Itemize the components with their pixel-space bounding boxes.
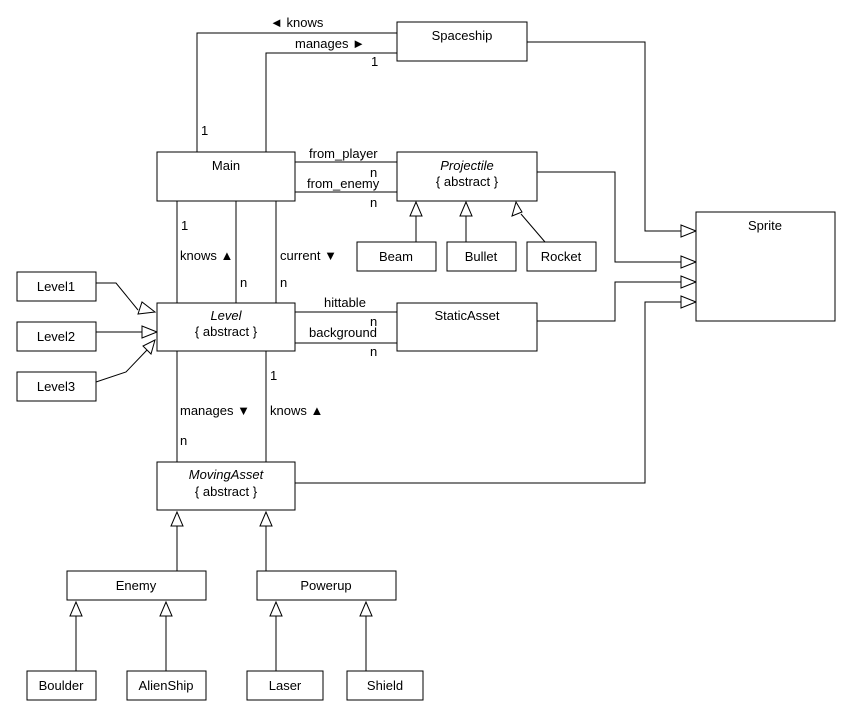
- rocket-to-projectile-line: [520, 213, 546, 243]
- class-projectile[interactable]: Projectile { abstract }: [396, 151, 538, 202]
- knows-spaceship-label: ◄ knows: [270, 15, 324, 30]
- moving-knows-level-label: knows ▲: [270, 403, 323, 418]
- class-spaceship-name: Spaceship: [432, 28, 493, 43]
- background-label: background: [309, 325, 377, 340]
- hittable-label: hittable: [324, 295, 366, 310]
- powerup-inherit-arrow: [259, 510, 273, 527]
- class-boulder-name: Boulder: [39, 678, 84, 693]
- class-spaceship[interactable]: Spaceship: [396, 21, 528, 62]
- class-bullet-name: Bullet: [465, 249, 498, 264]
- class-level2-name: Level2: [37, 329, 75, 344]
- class-main[interactable]: Main: [156, 151, 296, 202]
- class-static-asset-name: StaticAsset: [434, 308, 499, 323]
- class-sprite[interactable]: Sprite: [695, 211, 836, 322]
- current-level-label: current ▼: [280, 248, 337, 263]
- main-knows-spaceship-line: [196, 32, 397, 152]
- class-static-asset[interactable]: StaticAsset: [396, 302, 538, 352]
- class-main-name: Main: [212, 158, 240, 173]
- moving-asset-to-sprite-line: [295, 301, 681, 484]
- class-level2[interactable]: Level2: [16, 321, 97, 352]
- level2-inherit-arrow: [141, 325, 159, 339]
- class-level[interactable]: Level { abstract }: [156, 302, 296, 352]
- class-projectile-stereotype: { abstract }: [436, 174, 499, 189]
- main-knows-level-label: knows ▲: [180, 248, 233, 263]
- manages-spaceship-label: manages ►: [295, 36, 365, 51]
- sprite-inherit-arrow-4: [680, 295, 698, 309]
- alienship-inherit-arrow: [159, 600, 173, 617]
- projectile-to-sprite-line: [537, 171, 681, 263]
- class-boulder[interactable]: Boulder: [26, 670, 97, 701]
- class-level1-name: Level1: [37, 279, 75, 294]
- class-alien-ship-name: AlienShip: [139, 678, 194, 693]
- class-rocket-name: Rocket: [541, 249, 582, 264]
- sprite-inherit-arrow-1: [680, 224, 698, 238]
- current-level-mult: n: [280, 275, 287, 290]
- shield-inherit-arrow: [359, 600, 373, 617]
- class-moving-asset-stereotype: { abstract }: [195, 484, 258, 499]
- enemy-inherit-arrow: [170, 510, 184, 527]
- level3-to-level-line: [95, 349, 148, 383]
- class-powerup-name: Powerup: [300, 578, 351, 593]
- from-enemy-mult: n: [370, 195, 377, 210]
- class-alien-ship[interactable]: AlienShip: [126, 670, 207, 701]
- static-asset-to-sprite-line: [537, 281, 681, 322]
- bullet-inherit-arrow: [459, 200, 473, 217]
- knows-spaceship-mult: 1: [201, 123, 208, 138]
- level1-inherit-arrow: [137, 301, 157, 315]
- class-enemy[interactable]: Enemy: [66, 570, 207, 601]
- rocket-inherit-arrow: [511, 200, 523, 217]
- class-moving-asset-name: MovingAsset: [189, 467, 265, 482]
- main-levels-mult: n: [240, 275, 247, 290]
- manages-moving-label: manages ▼: [180, 403, 250, 418]
- spaceship-to-sprite-line: [527, 41, 681, 232]
- class-level-name: Level: [210, 308, 242, 323]
- boulder-inherit-arrow: [69, 600, 83, 617]
- level3-inherit-arrow: [142, 339, 156, 355]
- class-level1[interactable]: Level1: [16, 271, 97, 302]
- class-projectile-name: Projectile: [440, 158, 493, 173]
- from-enemy-label: from_enemy: [307, 176, 380, 191]
- class-beam-name: Beam: [379, 249, 413, 264]
- class-laser-name: Laser: [269, 678, 302, 693]
- laser-inherit-arrow: [269, 600, 283, 617]
- class-level3-name: Level3: [37, 379, 75, 394]
- class-moving-asset[interactable]: MovingAsset { abstract }: [156, 461, 296, 511]
- class-laser[interactable]: Laser: [246, 670, 324, 701]
- beam-inherit-arrow: [409, 200, 423, 217]
- class-level3[interactable]: Level3: [16, 371, 97, 402]
- class-rocket[interactable]: Rocket: [526, 241, 597, 272]
- manages-moving-mult: n: [180, 433, 187, 448]
- class-sprite-name: Sprite: [748, 218, 782, 233]
- class-level-stereotype: { abstract }: [195, 324, 258, 339]
- from-player-label: from_player: [309, 146, 378, 161]
- main-knows-level-mult: 1: [181, 218, 188, 233]
- sprite-inherit-arrow-3: [680, 275, 698, 289]
- class-shield-name: Shield: [367, 678, 403, 693]
- from-player-mult: n: [370, 165, 377, 180]
- main-manages-spaceship-line: [265, 52, 397, 152]
- level1-to-level-line: [96, 282, 139, 311]
- class-powerup[interactable]: Powerup: [256, 570, 397, 601]
- class-shield[interactable]: Shield: [346, 670, 424, 701]
- class-beam[interactable]: Beam: [356, 241, 437, 272]
- background-mult: n: [370, 344, 377, 359]
- hittable-mult: n: [370, 314, 377, 329]
- moving-knows-level-mult: 1: [270, 368, 277, 383]
- class-enemy-name: Enemy: [116, 578, 157, 593]
- sprite-inherit-arrow-2: [680, 255, 698, 269]
- manages-spaceship-mult: 1: [371, 54, 378, 69]
- class-bullet[interactable]: Bullet: [446, 241, 517, 272]
